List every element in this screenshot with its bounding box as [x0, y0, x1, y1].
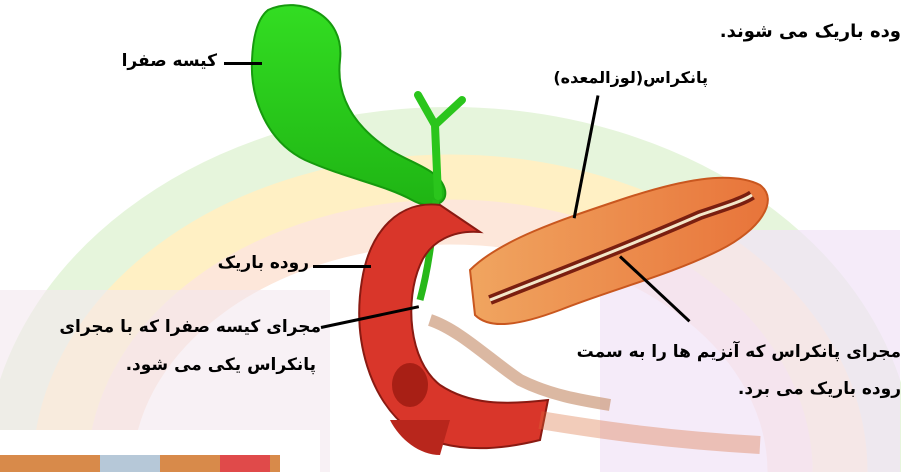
label-pancreatic-duct-line2: روده باریک می برد. [738, 376, 901, 403]
leader-small-intestine [313, 265, 371, 268]
leader-gallbladder [224, 62, 262, 65]
label-bile-duct-line1: مجرای کیسه صفرا که با مجرای [59, 314, 321, 341]
label-small-intestine: روده باریک [218, 250, 309, 277]
photo-strip [0, 430, 320, 472]
label-gallbladder: کیسه صفرا [122, 48, 217, 75]
caption-fragment: وده باریک می شوند. [720, 18, 901, 45]
label-bile-duct-line2: پانکراس یکی می شود. [126, 352, 316, 379]
label-pancreatic-duct-line1: مجرای پانکراس که آنزیم ها را به سمت [577, 339, 901, 366]
label-pancreas: پانکراس(لوزالمعده) [553, 64, 708, 91]
